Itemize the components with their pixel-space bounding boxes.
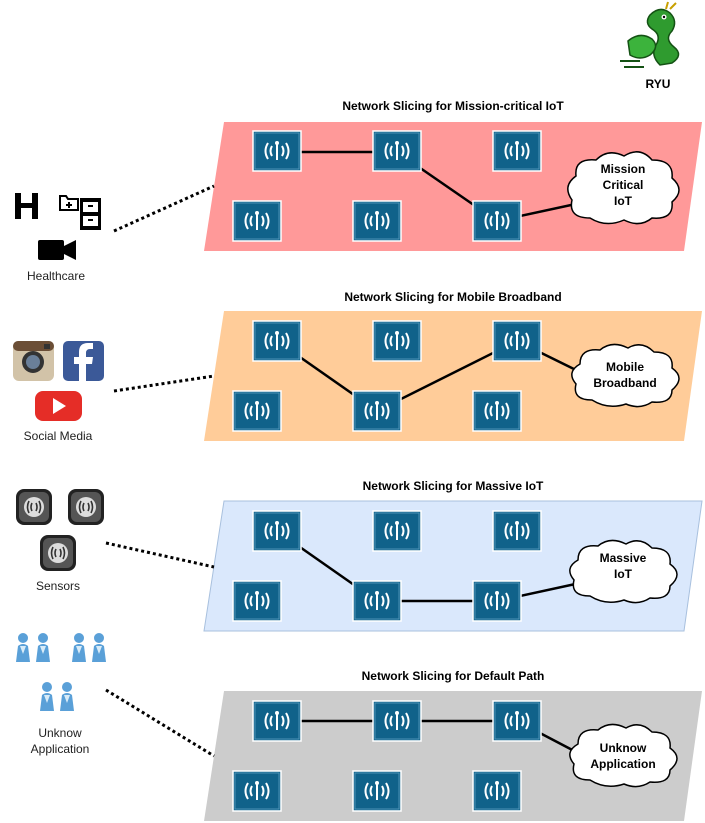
switch-icon [492,130,542,172]
switch-icon [352,200,402,242]
switch-icon [492,700,542,742]
switch-icon [492,320,542,362]
switch-icon [472,390,522,432]
video-camera-icon [38,240,76,260]
sensor-icon [15,488,53,526]
switch-icon [352,390,402,432]
instagram-icon [13,341,54,381]
sensor-icon [39,534,77,572]
hospital-h-icon [15,193,38,219]
source-label: Sensors [36,579,80,593]
users-icon [16,633,50,662]
ryu-label: RYU [646,77,671,91]
slice-dotted-link [105,688,215,758]
cloud-shape [569,723,678,788]
slice-plane [204,691,702,821]
slice-dotted-link [113,184,215,233]
slice-title: Network Slicing for Mobile Broadband [344,290,561,304]
youtube-icon [35,391,82,421]
ryu-dragon-icon [620,1,680,68]
cloud-shape [569,539,678,604]
sensor-icon [67,488,105,526]
slice-dotted-link [105,541,215,569]
switch-icon [372,320,422,362]
switch-icon [472,580,522,622]
switch-icon [492,510,542,552]
switch-icon [232,390,282,432]
cloud-shape [571,343,680,408]
switch-icon [372,510,422,552]
switch-icon [252,130,302,172]
users-icon [40,682,74,711]
slice-title: Network Slicing for Mission-critical IoT [342,99,564,113]
slice-dotted-link [113,374,215,393]
slice-mobile-broadband: Network Slicing for Mobile Broadband Mob… [13,290,702,443]
switch-icon [472,200,522,242]
filing-cabinet-icon [80,198,101,230]
slice-title: Network Slicing for Massive IoT [363,479,544,493]
facebook-icon [63,341,104,381]
slice-plane [204,311,702,441]
slice-title: Network Slicing for Default Path [362,669,545,683]
switch-icon [232,580,282,622]
source-label: Social Media [24,429,93,443]
slice-mission-critical-iot: Network Slicing for Mission-critical IoT… [15,99,702,283]
source-label: Healthcare [27,269,85,283]
switch-icon [252,510,302,552]
users-icon [72,633,106,662]
switch-icon [352,580,402,622]
switch-icon [372,130,422,172]
switch-icon [232,770,282,812]
folder-add-icon [59,195,79,211]
switch-icon [252,700,302,742]
switch-icon [352,770,402,812]
cloud-shape [567,151,680,225]
switch-icon [232,200,282,242]
slice-plane [203,500,703,632]
switch-icon [252,320,302,362]
slice-plane [204,122,702,251]
switch-icon [372,700,422,742]
switch-icon [472,770,522,812]
